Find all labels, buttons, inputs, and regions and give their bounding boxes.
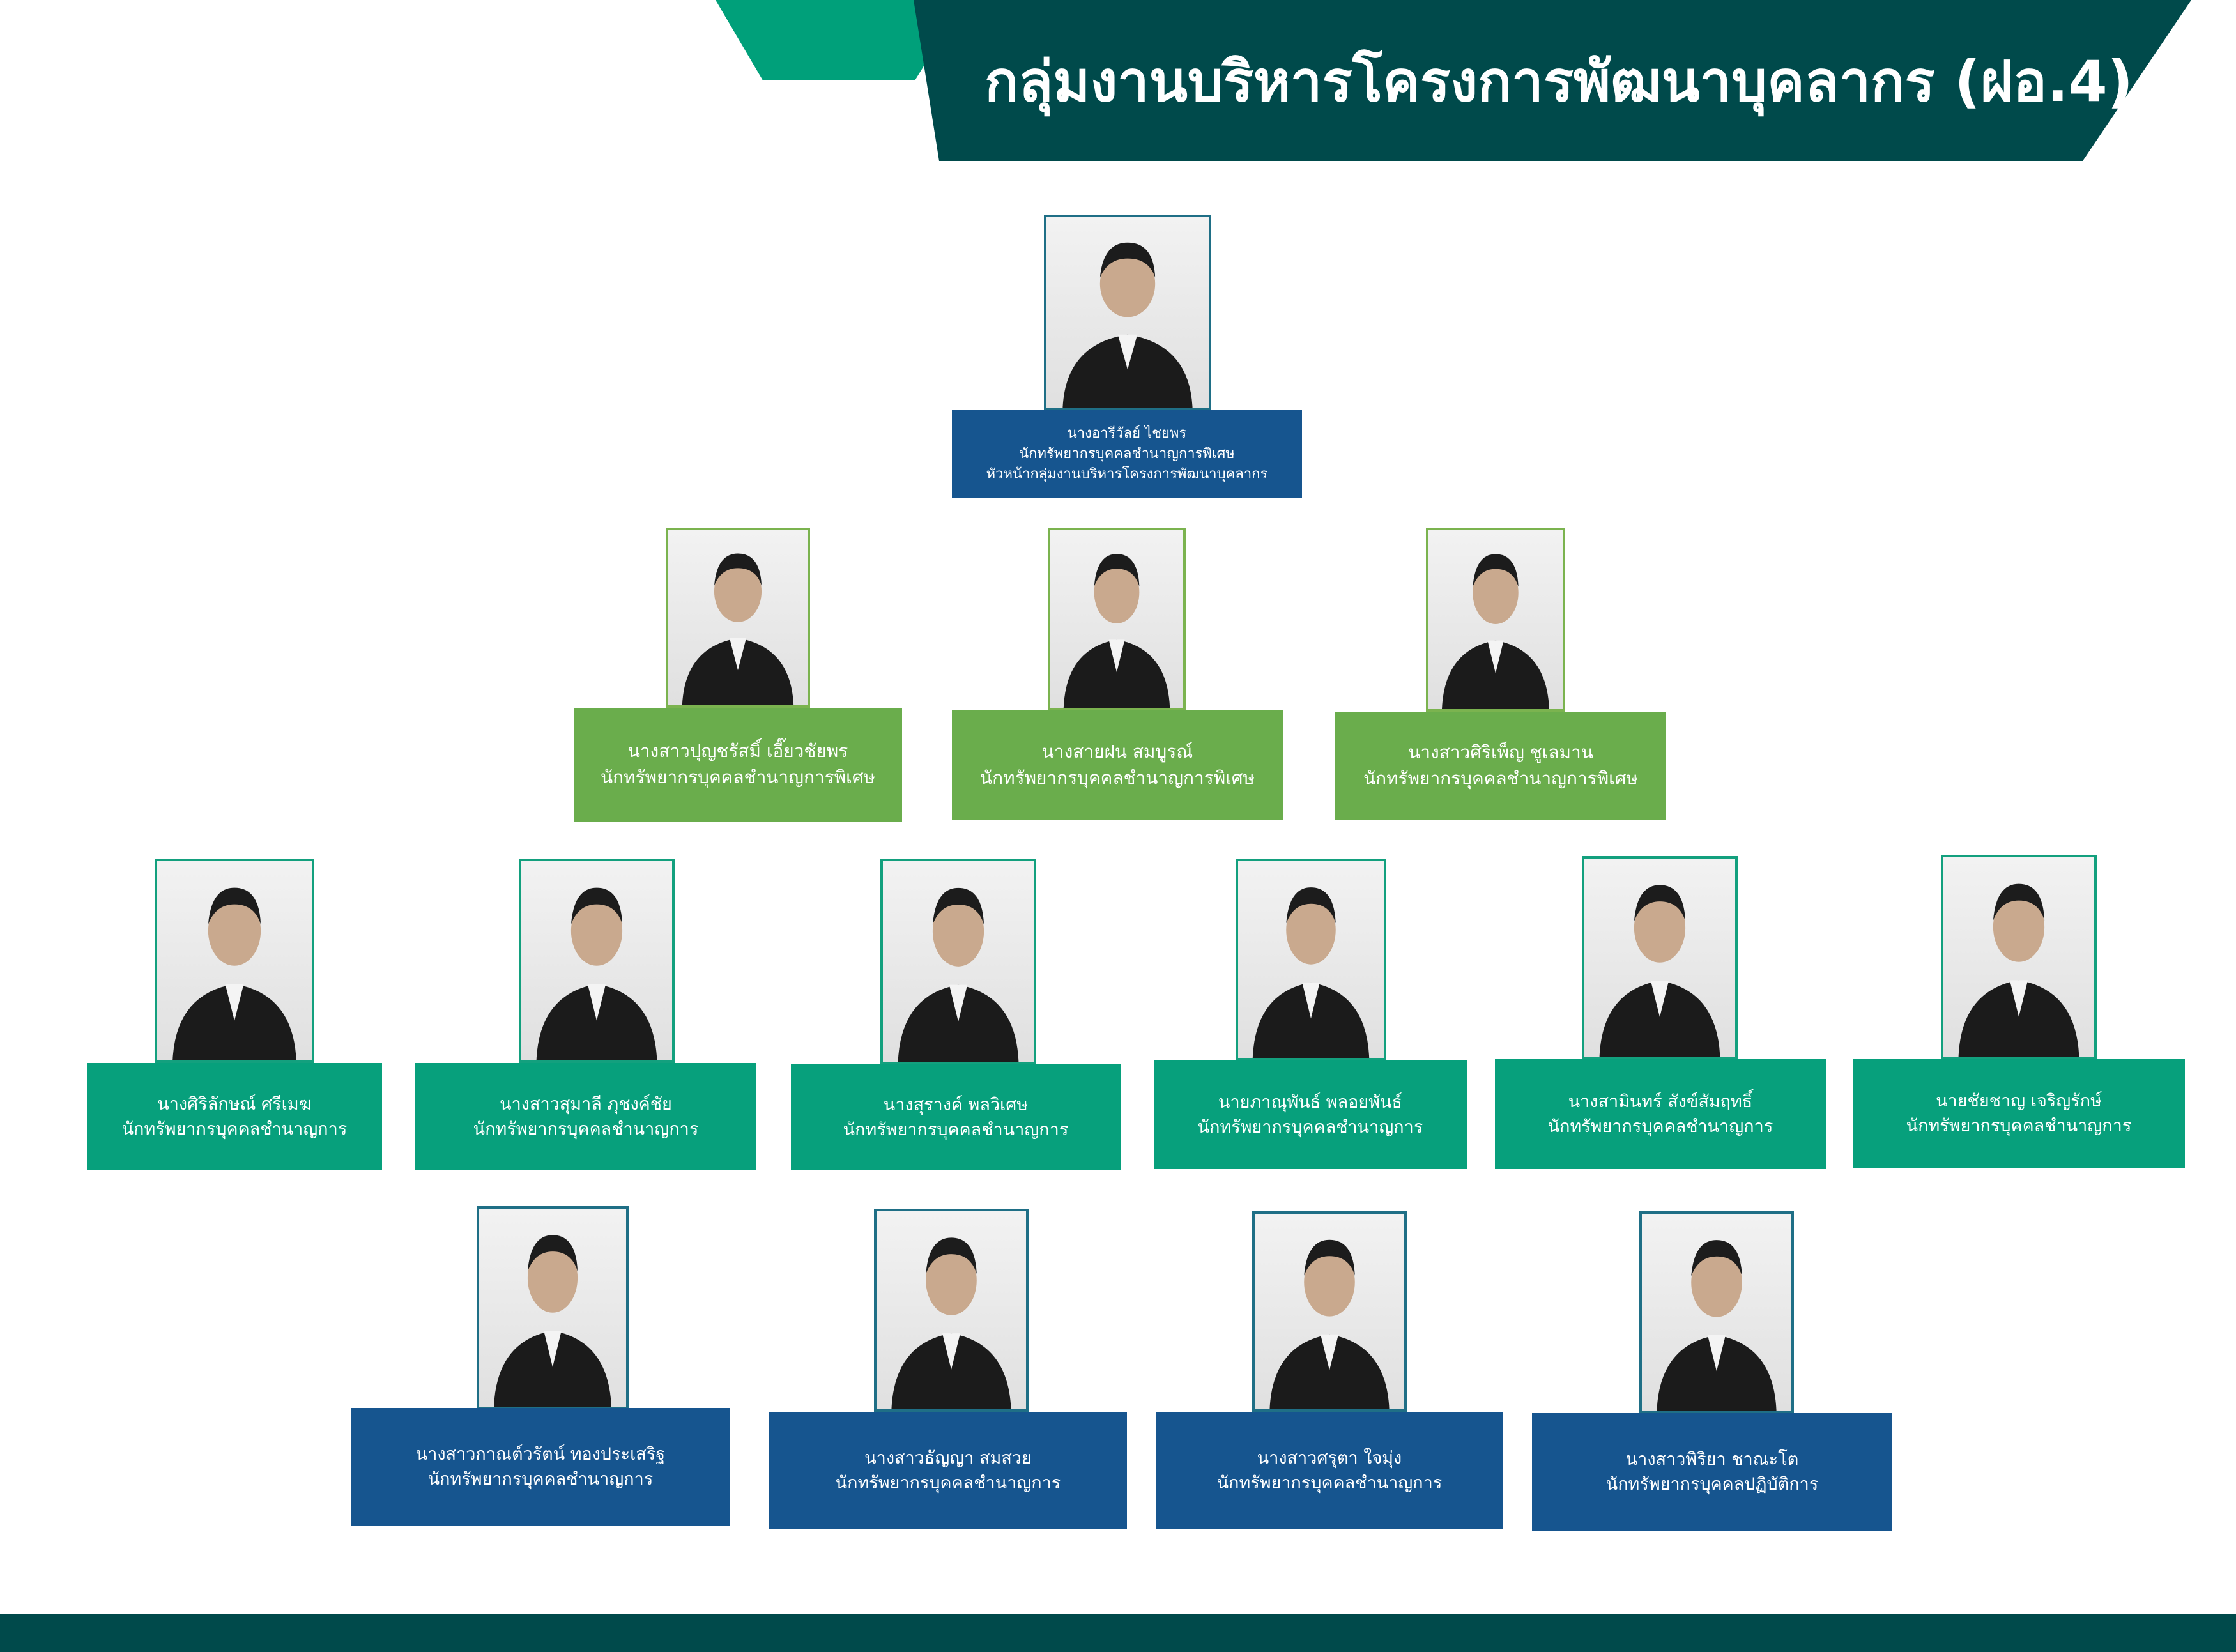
photo-chief [1044,215,1211,410]
photo-level3-3 [880,859,1036,1064]
person-icon [494,1235,611,1407]
photo-level3-6 [1941,855,2097,1059]
photo-level4-3 [1252,1211,1407,1412]
person-name: นางสาวธัญญา สมสวย [864,1448,1032,1468]
person-name: นายชัยชาญ เจริญรักษ์ [1936,1090,2102,1111]
person-position: นักทรัพยากรบุคคลปฏิบัติการ [1605,1474,1819,1494]
person-name: นางสาวศิริเพ็ญ ชูเลมาน [1408,742,1593,763]
person-position: นักทรัพยากรบุคคลชำนาญการ [843,1120,1069,1140]
person-icon [536,887,657,1060]
photo-level2-3 [1426,528,1565,712]
nameplate-level2-2: นางสายฝน สมบูรณ์ นักทรัพยากรบุคคลชำนาญกา… [952,710,1283,820]
person-icon [1442,554,1549,709]
footer-bar [0,1614,2236,1652]
person-name: นางสาวกาณต์วรัตน์ ทองประเสริฐ [415,1444,666,1464]
header-banner [914,0,2191,161]
person-position: นักทรัพยากรบุคคลชำนาญการ [473,1119,699,1139]
photo-level4-1 [477,1206,629,1409]
person-position: นักทรัพยากรบุคคลชำนาญการ [1216,1473,1443,1493]
person-icon [1062,242,1193,408]
person-icon [682,553,794,705]
photo-level3-5 [1582,856,1738,1059]
person-name: นางสามินทร์ สังข์สัมฤทธิ์ [1568,1091,1753,1112]
person-icon [1252,887,1370,1058]
nameplate-level2-1: นางสาวปุญชรัสมิ์ เอี๊ยวชัยพร นักทรัพยากร… [574,708,902,822]
chief-role: หัวหน้ากลุ่มงานบริหารโครงการพัฒนาบุคลากร [986,466,1268,482]
chief-name: นางอารีวัลย์ ไชยพร [1067,425,1187,442]
photo-level3-4 [1236,859,1386,1060]
person-position: นักทรัพยากรบุคคลชำนาญการ [1547,1117,1773,1136]
person-position: นักทรัพยากรบุคคลชำนาญการ [427,1469,654,1489]
person-name: นายภาณุพันธ์ พลอยพันธ์ [1218,1092,1402,1112]
photo-level3-1 [155,859,314,1063]
nameplate-level4-4: นางสาวพิริยา ชาณะโต นักทรัพยากรบุคคลปฏิบ… [1532,1413,1892,1531]
person-icon [1599,885,1720,1057]
nameplate-level3-5: นางสามินทร์ สังข์สัมฤทธิ์ นักทรัพยากรบุค… [1495,1059,1826,1169]
photo-level4-2 [874,1209,1029,1412]
nameplate-level3-4: นายภาณุพันธ์ พลอยพันธ์ นักทรัพยากรบุคคลช… [1154,1060,1467,1169]
photo-level4-4 [1639,1211,1794,1413]
person-position: นักทรัพยากรบุคคลชำนาญการ [835,1473,1061,1493]
person-position: นักทรัพยากรบุคคลชำนาญการพิเศษ [1363,768,1638,789]
photo-level2-1 [666,528,810,708]
person-icon [891,1237,1011,1409]
person-position: นักทรัพยากรบุคคลชำนาญการพิเศษ [601,767,875,788]
nameplate-level4-2: นางสาวธัญญา สมสวย นักทรัพยากรบุคคลชำนาญก… [769,1412,1127,1529]
nameplate-chief: นางอารีวัลย์ ไชยพร นักทรัพยากรบุคคลชำนาญ… [952,410,1302,498]
nameplate-level3-3: นางสุรางค์ พลวิเศษ นักทรัพยากรบุคคลชำนาญ… [791,1064,1121,1170]
nameplate-level3-6: นายชัยชาญ เจริญรักษ์ นักทรัพยากรบุคคลชำน… [1853,1059,2185,1168]
person-icon [1657,1240,1777,1411]
person-name: นางศิริลักษณ์ ศรีเมฆ [157,1094,312,1114]
person-icon [172,887,296,1060]
photo-level3-2 [519,859,675,1063]
person-position: นักทรัพยากรบุคคลชำนาญการ [121,1119,348,1139]
nameplate-level3-2: นางสาวสุมาลี ภุชงค์ชัย นักทรัพยากรบุคคลช… [415,1063,756,1170]
page-title: กลุ่มงานบริหารโครงการพัฒนาบุคลากร (ฝอ.4) [984,49,2133,114]
person-position: นักทรัพยากรบุคคลชำนาญการ [1197,1117,1423,1137]
person-icon [1269,1239,1390,1409]
person-name: นางสายฝน สมบูรณ์ [1041,741,1193,763]
person-name: นางสาวพิริยา ชาณะโต [1625,1449,1799,1469]
person-position: นักทรัพยากรบุคคลชำนาญการ [1906,1116,2132,1136]
person-icon [1063,554,1170,708]
person-name: นางสาวปุญชรัสมิ์ เอี๊ยวชัยพร [627,740,848,762]
person-position: นักทรัพยากรบุคคลชำนาญการพิเศษ [980,767,1255,788]
person-name: นางสาวสุมาลี ภุชงค์ชัย [500,1094,672,1114]
nameplate-level4-3: นางสาวศรุตา ใจมุ่ง นักทรัพยากรบุคคลชำนาญ… [1156,1412,1503,1529]
person-icon [898,887,1019,1062]
chief-position: นักทรัพยากรบุคคลชำนาญการพิเศษ [1019,446,1235,463]
person-icon [1958,883,2079,1057]
nameplate-level4-1: นางสาวกาณต์วรัตน์ ทองประเสริฐ นักทรัพยาก… [351,1408,730,1526]
person-name: นางสาวศรุตา ใจมุ่ง [1257,1448,1402,1468]
nameplate-level3-1: นางศิริลักษณ์ ศรีเมฆ นักทรัพยากรบุคคลชำน… [87,1063,382,1170]
photo-level2-2 [1048,528,1186,710]
person-name: นางสุรางค์ พลวิเศษ [883,1094,1029,1115]
nameplate-level2-3: นางสาวศิริเพ็ญ ชูเลมาน นักทรัพยากรบุคคลช… [1335,712,1666,820]
